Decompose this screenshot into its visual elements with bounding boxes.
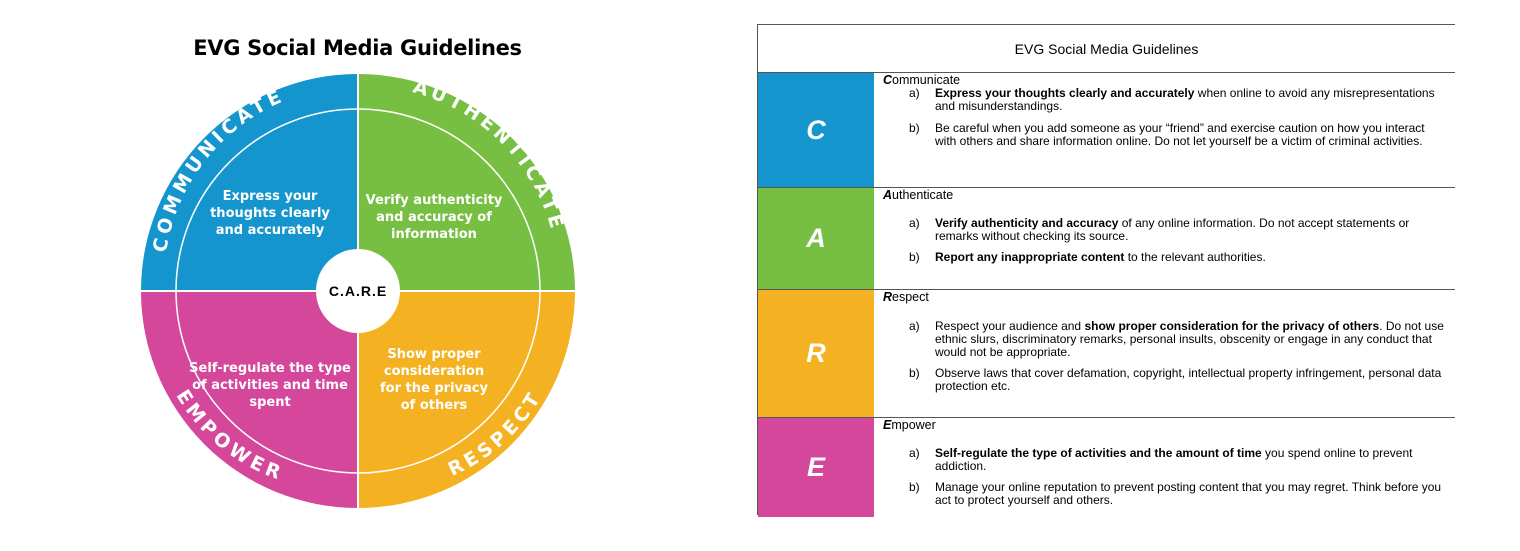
table-title: EVG Social Media Guidelines [758, 25, 1455, 73]
care-wheel: COMMUNICATE AUTHENTICATE EMPOWER RESPECT… [141, 74, 575, 508]
quadrant-line: and accurately [216, 223, 325, 238]
quadrant-text-authenticate: Verify authenticity and accuracy of inform… [366, 193, 503, 242]
guideline-item: a)Self-regulate the type of activities a… [909, 446, 1413, 473]
quadrant-line: Express your [223, 189, 318, 204]
center-label: C.A.R.E [329, 283, 387, 299]
quadrant-line: Verify authenticity [366, 193, 503, 208]
row-heading: Communicate [883, 73, 961, 87]
table-row-r: R Respect a)Respect your audience and show… [758, 290, 1455, 418]
table-row-a: A Authenticate a)Verify authenticity and a… [758, 188, 1455, 290]
guideline-item: b)Report any inappropriate content to th… [909, 250, 1266, 264]
table-row-e: E Empower a)Self-regulate the type of acti… [758, 418, 1455, 517]
quadrant-line: spent [249, 395, 290, 410]
guideline-item: a)Verify authenticity and accuracy of an… [909, 216, 1410, 243]
quadrant-communicate [141, 74, 358, 291]
quadrant-line: Show proper [387, 347, 481, 362]
quadrant-line: of others [401, 398, 468, 413]
letter-cell: C [758, 73, 874, 187]
quadrant-text-communicate: Express your thoughts clearly and accurate… [210, 189, 330, 238]
guideline-item: b)Be careful when you add someone as you… [909, 121, 1425, 148]
quadrant-authenticate [358, 74, 575, 291]
guideline-item: a)Respect your audience and show proper … [909, 319, 1444, 359]
quadrant-empower [141, 291, 358, 508]
quadrant-line: information [391, 227, 477, 242]
quadrant-respect [358, 291, 575, 508]
row-heading: Empower [883, 418, 936, 432]
quadrant-line: consideration [384, 364, 484, 379]
wheel-title: EVG Social Media Guidelines [193, 36, 522, 60]
quadrant-text-empower: Self-regulate the type of activities and … [189, 361, 351, 410]
row-heading: Respect [883, 290, 929, 304]
quadrant-line: thoughts clearly [210, 206, 330, 221]
inner-ring [175, 108, 541, 474]
content-cell: Empower a)Self-regulate the type of activ… [875, 418, 1455, 517]
center-circle [316, 249, 400, 333]
quadrant-text-respect: Show proper consideration for the privacy o… [380, 347, 488, 413]
row-heading: Authenticate [883, 188, 954, 202]
letter-cell: A [758, 188, 874, 289]
guideline-item: b)Manage your online reputation to preve… [909, 480, 1442, 507]
content-cell: Respect a)Respect your audience and show … [875, 290, 1455, 417]
letter-cell: E [758, 418, 874, 517]
quadrant-line: and accuracy of [376, 210, 492, 225]
quadrant-line: of activities and time [192, 378, 348, 393]
guideline-item: a)Express your thoughts clearly and accu… [909, 86, 1435, 113]
quadrant-line: Self-regulate the type [189, 361, 351, 376]
quadrant-line: for the privacy [380, 381, 488, 396]
letter-cell: R [758, 290, 874, 417]
content-cell: Authenticate a)Verify authenticity and ac… [875, 188, 1455, 289]
guideline-item: b)Observe laws that cover defamation, co… [909, 366, 1442, 393]
